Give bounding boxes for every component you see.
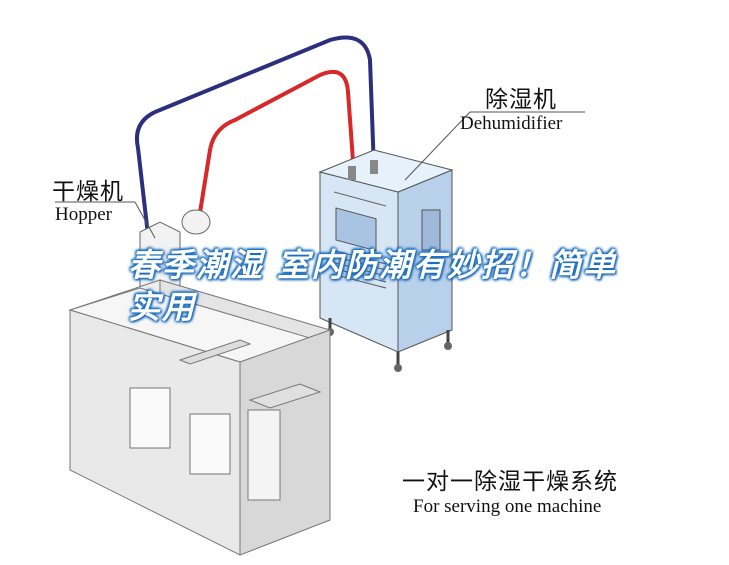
dehumidifier-unit <box>318 149 454 372</box>
system-label-cn: 一对一除湿干燥系统 <box>402 469 618 495</box>
injection-machine <box>68 279 331 556</box>
headline-overlay: 春季潮湿 室内防潮有妙招！简单实用 <box>128 246 618 326</box>
dehumidifier-label-en: Dehumidifier <box>460 113 563 134</box>
hopper-leader-diag <box>134 201 156 239</box>
hopper-label-en: Hopper <box>55 204 112 225</box>
hopper-label-cn: 干燥机 <box>52 179 124 205</box>
system-label-en: For serving one machine <box>413 496 602 517</box>
dehumidifier-leader <box>404 111 471 181</box>
blue-pipe <box>135 35 376 236</box>
red-pipe <box>196 69 356 226</box>
dehumidifier-label-cn: 除湿机 <box>485 87 557 113</box>
